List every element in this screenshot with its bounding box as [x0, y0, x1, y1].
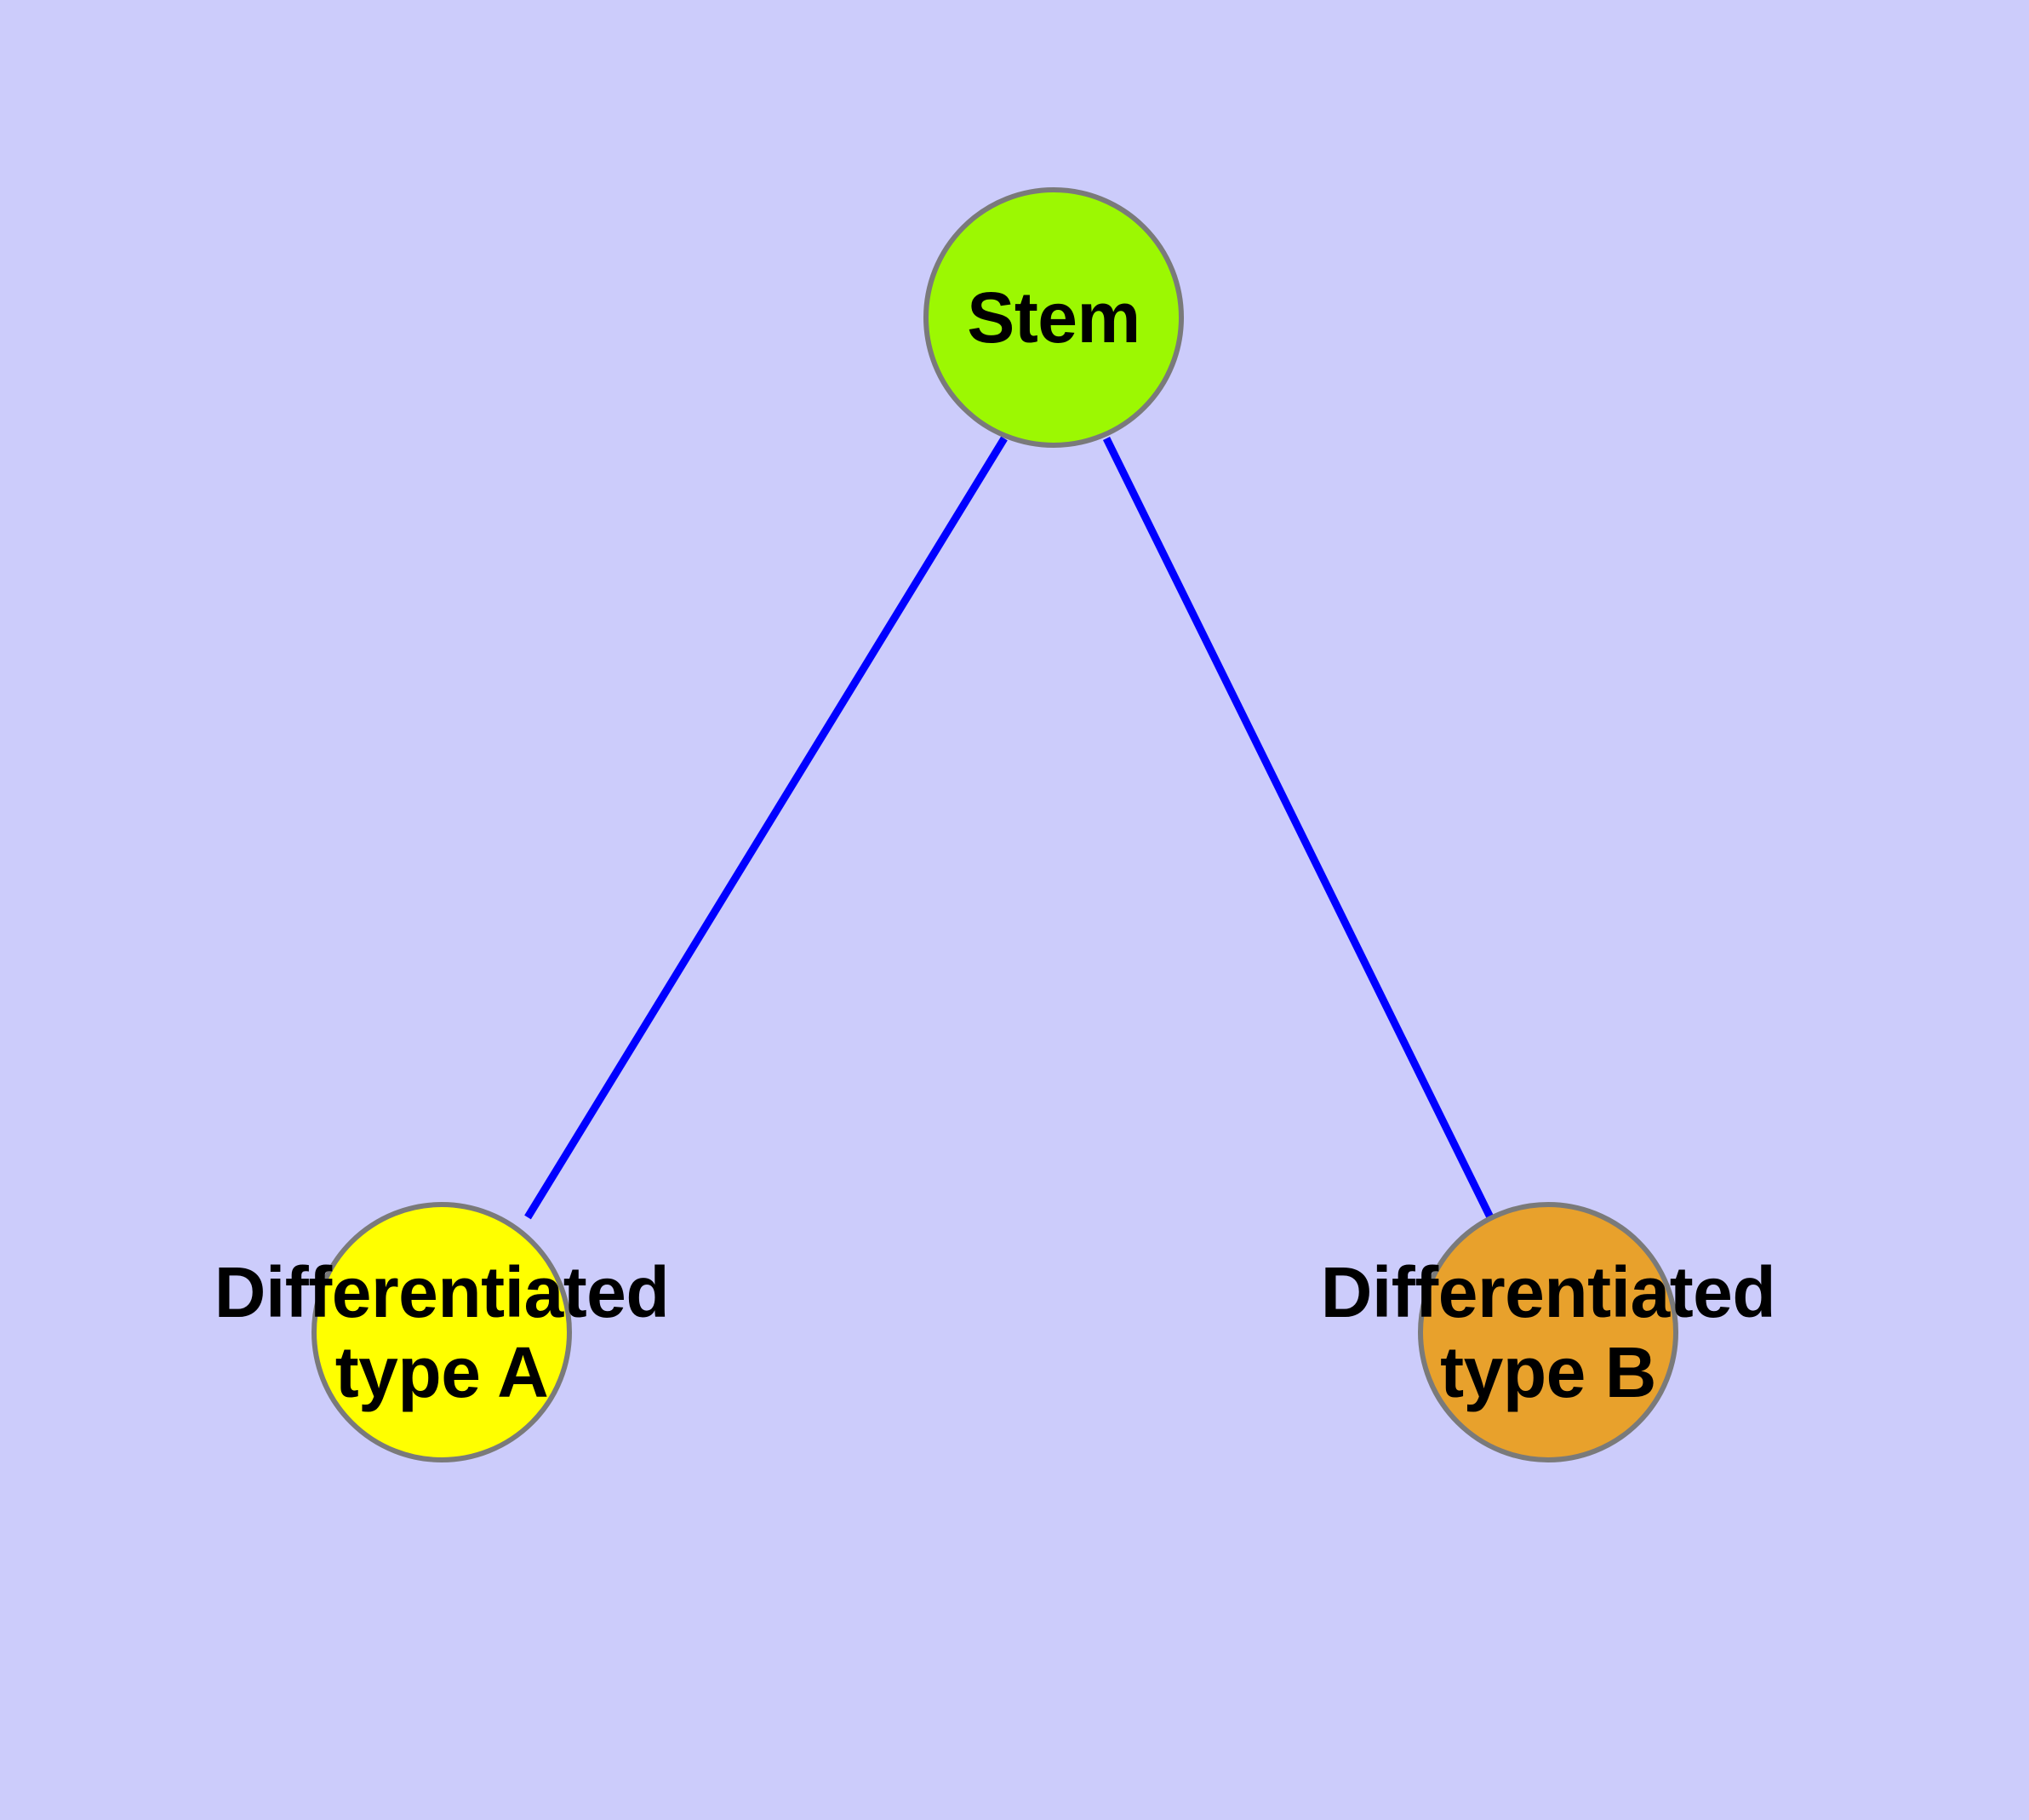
node-differentiated-type-a-label-line-1: Differentiated	[214, 1251, 670, 1332]
node-differentiated-type-b-label-line-1: Differentiated	[1320, 1251, 1776, 1332]
node-differentiated-type-b-circle	[1418, 1202, 1678, 1462]
node-differentiated-type-a[interactable]: Differentiated type A	[214, 1202, 670, 1462]
node-stem-label: Stem	[967, 278, 1140, 358]
node-stem[interactable]: Stem	[923, 187, 1184, 448]
node-differentiated-type-a-label: Differentiated type A	[214, 1251, 670, 1412]
node-differentiated-type-a-circle	[311, 1202, 572, 1462]
edge-stem-to-diff-a[interactable]	[524, 436, 1008, 1220]
node-stem-circle	[923, 187, 1184, 448]
node-differentiated-type-b[interactable]: Differentiated type B	[1321, 1202, 1776, 1462]
node-differentiated-type-b-label: Differentiated type B	[1320, 1251, 1776, 1412]
node-differentiated-type-b-label-line-2: type B	[1440, 1332, 1656, 1412]
edge-stem-to-diff-b[interactable]	[1102, 437, 1495, 1221]
node-stem-label-line-1: Stem	[967, 277, 1140, 358]
node-differentiated-type-a-label-line-2: type A	[334, 1332, 549, 1412]
